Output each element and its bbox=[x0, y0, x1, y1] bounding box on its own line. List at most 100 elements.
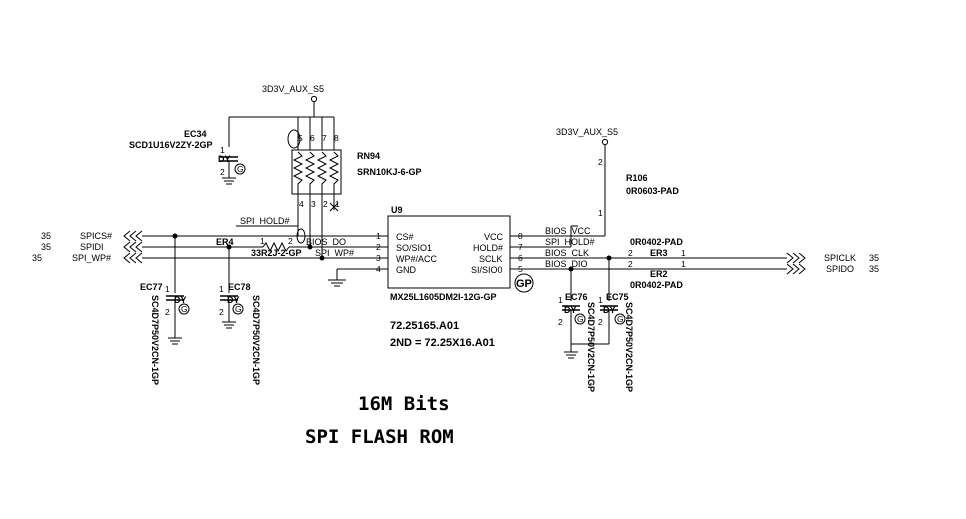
ec77-ref: EC77 bbox=[140, 282, 163, 292]
svg-text:1: 1 bbox=[260, 236, 265, 246]
power-net-top: 3D3V_AUX_S5 bbox=[228, 84, 335, 150]
er3-ref: ER3 bbox=[650, 248, 668, 258]
capacitor-ec75: EC75 1 DY 2 G SC4D7P50V2CN-1GP bbox=[598, 258, 634, 392]
net-bios-dio: BIOS_DIO bbox=[545, 259, 588, 269]
net-bios-vcc: BIOS_VCC bbox=[545, 226, 591, 236]
port-spidi: SPIDI bbox=[80, 242, 104, 252]
svg-text:G: G bbox=[181, 304, 188, 314]
power-net-top-label: 3D3V_AUX_S5 bbox=[262, 84, 324, 94]
power-net-right-label: 3D3V_AUX_S5 bbox=[556, 127, 618, 137]
svg-text:2: 2 bbox=[288, 236, 293, 246]
er4-ref: ER4 bbox=[216, 237, 234, 247]
ec77-part: SC4D7P50V2CN-1GP bbox=[150, 295, 160, 385]
ec75-part: SC4D7P50V2CN-1GP bbox=[624, 302, 634, 392]
port-spi-wp: SPI_WP# bbox=[72, 253, 111, 263]
ec76-part: SC4D7P50V2CN-1GP bbox=[586, 302, 596, 392]
svg-text:1: 1 bbox=[681, 248, 686, 258]
svg-text:CS#: CS# bbox=[396, 232, 414, 242]
capacitor-ec34: EC34 SCD1U16V2ZY-2GP 1 DY 2 G bbox=[129, 129, 246, 185]
port-spics: SPICS# bbox=[80, 231, 112, 241]
port-spido: SPIDO bbox=[826, 264, 854, 274]
svg-text:2: 2 bbox=[628, 259, 633, 269]
er3-part: 0R0402-PAD bbox=[630, 237, 683, 247]
resistor-er3: 0R0402-PAD ER3 2 1 bbox=[628, 237, 686, 258]
ec34-ref: EC34 bbox=[184, 129, 207, 139]
svg-text:1: 1 bbox=[598, 208, 603, 218]
right-ports: SPICLK 35 SPIDO 35 bbox=[786, 252, 879, 275]
net-spi-hold: SPI_HOLD# bbox=[240, 216, 290, 226]
net-bios-do: BIOS_DO bbox=[306, 237, 346, 247]
power-net-right: 3D3V_AUX_S5 bbox=[556, 127, 618, 162]
net-spi-wp: SPI_WP# bbox=[315, 248, 354, 258]
ec78-ref: EC78 bbox=[228, 282, 251, 292]
green-mark-icon bbox=[232, 303, 244, 315]
svg-text:35: 35 bbox=[869, 264, 879, 274]
u9-pn1: 72.25165.A01 bbox=[390, 320, 459, 332]
u9-pn2: 2ND = 72.25X16.A01 bbox=[390, 337, 495, 349]
capacitor-ec77: EC77 1 DY 2 G SC4D7P50V2CN-1GP bbox=[140, 236, 190, 385]
svg-text:35: 35 bbox=[41, 242, 51, 252]
svg-text:G: G bbox=[577, 314, 584, 324]
svg-text:1: 1 bbox=[558, 295, 563, 305]
green-mark-icon bbox=[514, 273, 534, 293]
er2-part: 0R0402-PAD bbox=[630, 280, 683, 290]
svg-text:6: 6 bbox=[310, 133, 315, 143]
svg-text:4: 4 bbox=[299, 199, 304, 209]
svg-text:5: 5 bbox=[298, 133, 303, 143]
ec34-tag: DY bbox=[218, 154, 231, 164]
green-mark-icon bbox=[574, 313, 586, 325]
ec78-part: SC4D7P50V2CN-1GP bbox=[251, 295, 261, 385]
left-ports: 35 SPICS# 35 SPIDI 35 SPI_WP# bbox=[32, 230, 143, 264]
svg-text:7: 7 bbox=[322, 133, 327, 143]
svg-text:35: 35 bbox=[32, 253, 42, 263]
svg-text:2: 2 bbox=[220, 167, 225, 177]
u9-ref: U9 bbox=[391, 205, 403, 215]
er4-part: 33R2J-2-GP bbox=[251, 248, 302, 258]
svg-text:G: G bbox=[235, 304, 242, 314]
rn94-ref: RN94 bbox=[357, 151, 380, 161]
svg-text:G: G bbox=[617, 314, 624, 324]
resistor-er4: ER4 33R2J-2-GP 1 2 bbox=[216, 236, 302, 258]
port-spiclk: SPICLK bbox=[824, 253, 856, 263]
svg-text:1: 1 bbox=[219, 284, 224, 294]
caption-title: SPI FLASH ROM bbox=[305, 426, 454, 448]
u9-part: MX25L1605DM2I-12G-GP bbox=[390, 292, 497, 302]
svg-text:2: 2 bbox=[219, 307, 224, 317]
svg-text:2: 2 bbox=[598, 157, 603, 167]
svg-text:2: 2 bbox=[598, 317, 603, 327]
er2-ref: ER2 bbox=[650, 269, 668, 279]
resistor-er2: ER2 0R0402-PAD 2 1 bbox=[628, 259, 686, 290]
svg-text:HOLD#: HOLD# bbox=[473, 243, 503, 253]
resistor-network-rn94: 5 6 7 8 4 3 2 1 RN94 SRN10KJ-6-GP bbox=[287, 129, 422, 212]
net-bios-clk: BIOS_CLK bbox=[545, 248, 589, 258]
svg-text:3: 3 bbox=[311, 199, 316, 209]
svg-text:SI/SIO0: SI/SIO0 bbox=[471, 265, 503, 275]
svg-text:1: 1 bbox=[598, 295, 603, 305]
svg-text:35: 35 bbox=[41, 231, 51, 241]
svg-text:8: 8 bbox=[334, 133, 339, 143]
r106-part: 0R0603-PAD bbox=[626, 186, 679, 196]
svg-text:35: 35 bbox=[869, 253, 879, 263]
svg-text:SCLK: SCLK bbox=[479, 254, 503, 264]
capacitor-ec76: EC76 1 DY 2 G SC4D7P50V2CN-1GP bbox=[558, 269, 609, 392]
svg-text:1: 1 bbox=[681, 259, 686, 269]
svg-text:VCC: VCC bbox=[484, 232, 504, 242]
green-mark-icon bbox=[178, 303, 190, 315]
svg-text:SO/SIO1: SO/SIO1 bbox=[396, 243, 432, 253]
rn94-part: SRN10KJ-6-GP bbox=[357, 167, 422, 177]
green-mark-icon bbox=[614, 313, 626, 325]
svg-text:G: G bbox=[237, 164, 244, 174]
svg-text:WP#/ACC: WP#/ACC bbox=[396, 254, 438, 264]
ec34-part: SCD1U16V2ZY-2GP bbox=[129, 140, 213, 150]
svg-text:2: 2 bbox=[165, 307, 170, 317]
svg-text:2: 2 bbox=[558, 317, 563, 327]
net-spi-hold-right: SPI_HOLD# bbox=[545, 237, 595, 247]
capacitor-ec78: EC78 1 DY 2 G SC4D7P50V2CN-1GP bbox=[219, 247, 261, 385]
svg-text:1: 1 bbox=[220, 145, 225, 155]
chip-u9: U9 CS# SO/SIO1 WP#/ACC GND 1 2 3 4 VCC H… bbox=[376, 205, 534, 349]
green-mark-icon bbox=[287, 129, 301, 149]
caption-size: 16M Bits bbox=[358, 393, 450, 415]
ec76-ref: EC76 bbox=[565, 292, 588, 302]
